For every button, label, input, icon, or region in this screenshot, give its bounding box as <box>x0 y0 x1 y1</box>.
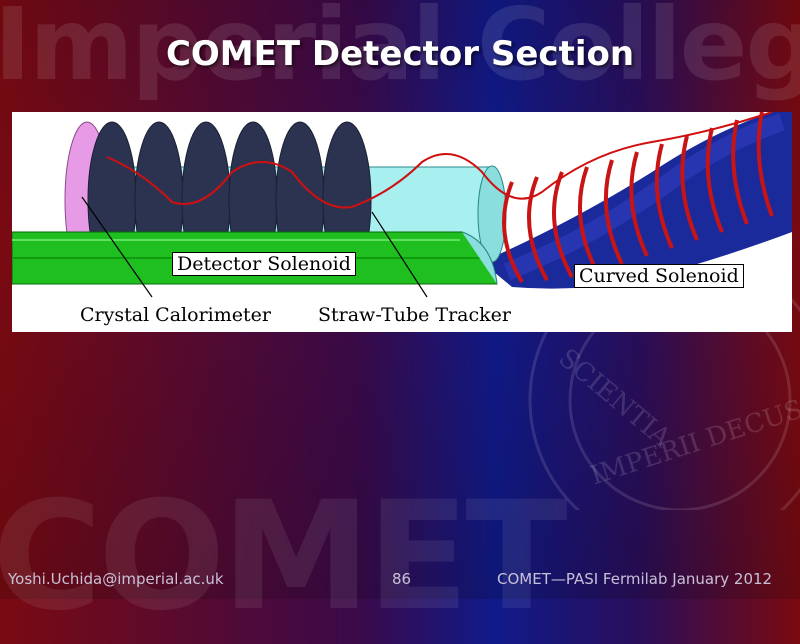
imperial-seal-watermark: SCIENTIA IMPERII DECUS ET TUTAMEN <box>528 270 800 510</box>
label-detector-solenoid: Detector Solenoid <box>172 252 356 276</box>
footer-email: Yoshi.Uchida@imperial.ac.uk <box>8 570 224 588</box>
footer-event: COMET—PASI Fermilab January 2012 <box>497 570 773 588</box>
watermark-imperial-college: Imperial College <box>0 0 800 103</box>
slide-title: COMET Detector Section <box>165 34 635 74</box>
footer-page-number: 86 <box>392 570 412 588</box>
label-crystal-calorimeter: Crystal Calorimeter <box>80 304 271 326</box>
electron-trajectory <box>106 112 773 209</box>
detector-drawing <box>12 112 792 298</box>
detector-figure: Detector Solenoid Curved Solenoid Crysta… <box>12 112 792 332</box>
curved-solenoid-coils <box>502 112 774 284</box>
watermark-comet: COMET <box>0 470 568 644</box>
label-curved-solenoid: Curved Solenoid <box>574 264 744 288</box>
label-straw-tube-tracker: Straw-Tube Tracker <box>318 304 511 326</box>
